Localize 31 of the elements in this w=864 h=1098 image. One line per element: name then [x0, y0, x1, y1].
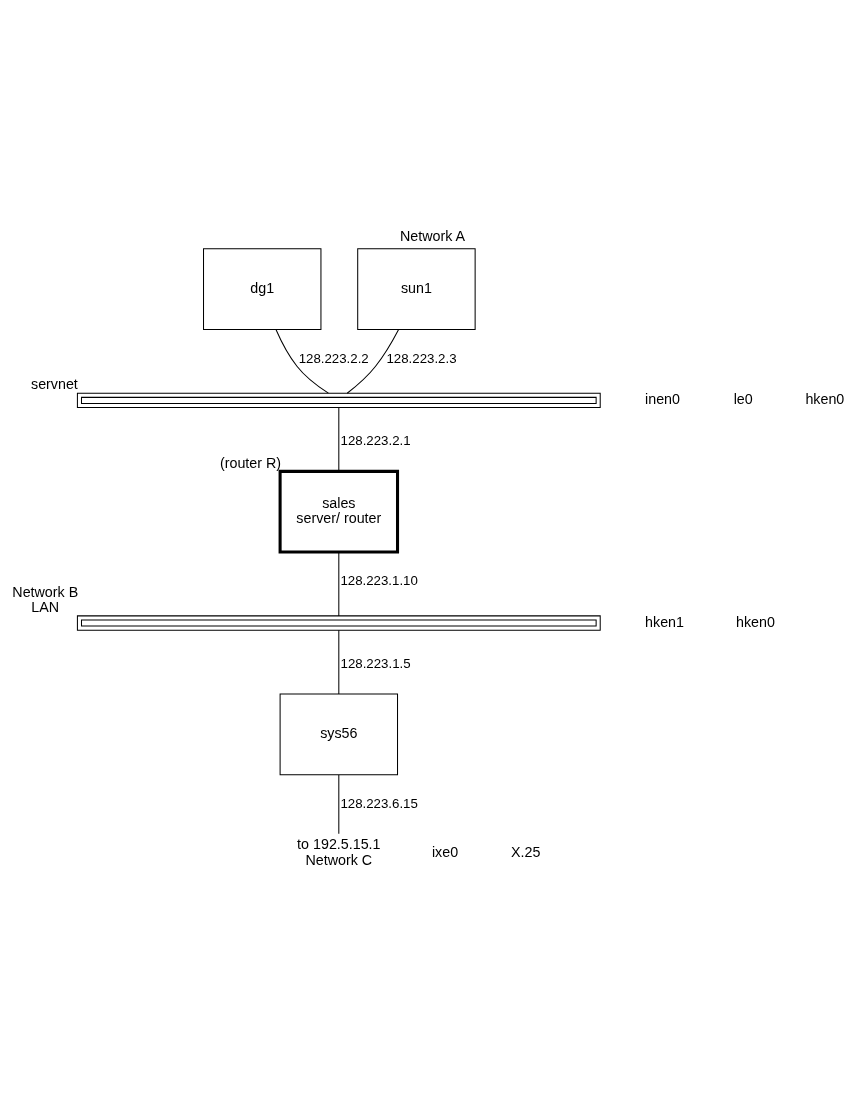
connector [337, 551, 339, 617]
node-box: sun1 [356, 248, 476, 330]
node-box: dg1 [202, 248, 321, 330]
connector [337, 629, 339, 695]
edge-label: 128.223.2.1 [340, 433, 411, 449]
node-box: sys56 [279, 693, 398, 776]
diagram-title: Network A [399, 227, 465, 244]
node-bar [76, 615, 601, 631]
node-box: sales server/ router [278, 469, 399, 554]
edge-label: 128.223.1.10 [339, 573, 418, 589]
label: hken0 [804, 391, 844, 408]
label: hken0 [735, 613, 775, 630]
node-label: Network B [11, 583, 78, 600]
connector [346, 329, 399, 394]
connector [337, 407, 339, 472]
label: ixe0 [431, 844, 458, 861]
node-text: to 192.5.15.1 Network C [296, 836, 381, 868]
node-label: servnet [30, 376, 78, 393]
edge-label: 128.223.2.2 [298, 350, 369, 366]
node-bar [76, 392, 601, 409]
edge-label: 128.223.6.15 [339, 795, 418, 811]
connector [337, 774, 339, 835]
edge-label: 128.223.2.3 [385, 350, 457, 366]
label: le0 [733, 391, 753, 408]
label: inen0 [644, 391, 680, 408]
connector [275, 329, 329, 394]
node-label: LAN [30, 599, 59, 615]
edge-label: 128.223.1.5 [340, 655, 411, 671]
node-label: (router R) [219, 454, 281, 471]
label: X.25 [510, 844, 540, 861]
label: hken1 [644, 613, 684, 630]
